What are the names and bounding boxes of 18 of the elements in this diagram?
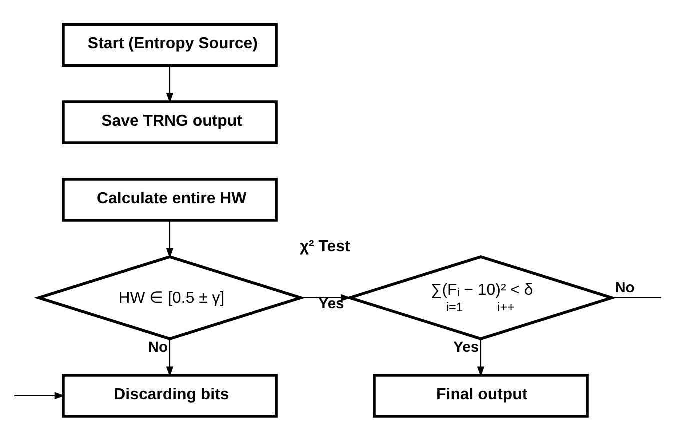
node-label: χ² Test: [300, 238, 350, 256]
node-box: Start (Entropy Source): [62, 23, 278, 67]
arrow: [166, 66, 174, 104]
arrow: [14, 392, 66, 400]
node-diamond: HW ∈ [0.5 ± γ]: [34, 255, 306, 340]
arrow: [166, 220, 174, 259]
node-box: Save TRNG output: [62, 100, 278, 144]
connector: [612, 297, 662, 299]
arrow: [477, 339, 485, 378]
arrow: [301, 294, 352, 302]
node-box: Calculate entire HW: [62, 178, 278, 222]
edge-label: Yes: [318, 296, 344, 313]
edge-label: No: [148, 340, 168, 356]
edge-label: Yes: [454, 340, 480, 356]
edge-label: No: [615, 280, 635, 297]
node-box: Discarding bits: [62, 374, 278, 418]
node-box: Final output: [373, 374, 589, 418]
arrow: [166, 339, 174, 377]
